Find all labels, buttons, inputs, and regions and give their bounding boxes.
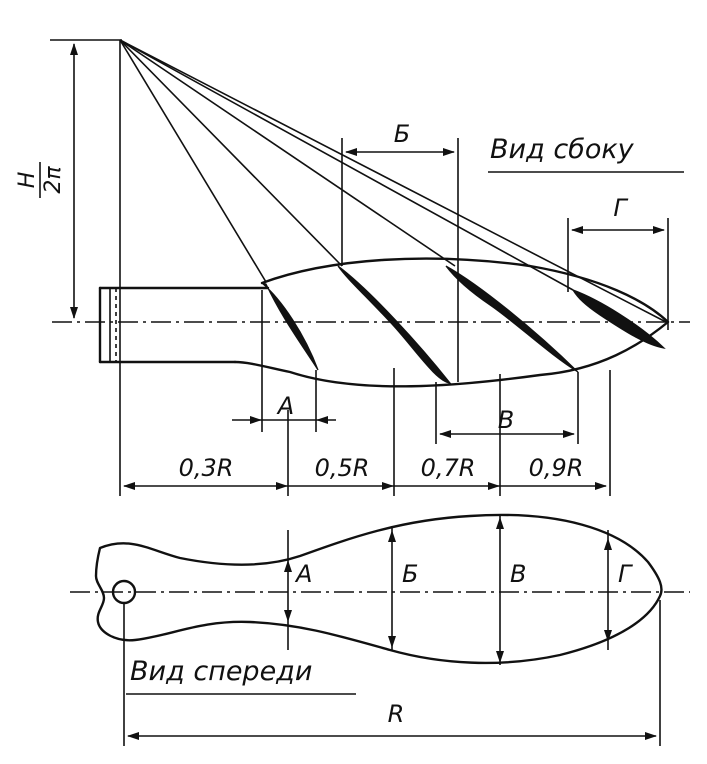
dim-b-label: Б	[394, 120, 410, 148]
ray-0-5r	[119, 39, 343, 267]
front-label-g: Г	[618, 560, 633, 588]
ray-0-3r	[119, 39, 267, 283]
dim-v-label: B	[498, 406, 514, 434]
dim-g-label: Г	[613, 194, 628, 222]
hub-hole	[111, 579, 137, 605]
front-view: A Б B Г R Вид спереди	[70, 513, 690, 746]
ray-0-9r-a	[119, 39, 574, 291]
section-0-9r	[571, 288, 666, 349]
section-0-3r	[261, 282, 319, 371]
station-label-0-9r: 0,9R	[529, 454, 584, 482]
front-label-a: A	[294, 560, 312, 588]
blade-sections	[261, 265, 666, 384]
side-view: H 2π	[15, 39, 690, 496]
station-label-0-5r: 0,5R	[315, 454, 370, 482]
section-0-5r	[337, 265, 452, 384]
front-label-b: Б	[402, 560, 418, 588]
ray-0-7r	[119, 39, 456, 267]
radius-label: R	[388, 700, 405, 728]
front-label-v: B	[510, 560, 526, 588]
side-view-title: Вид сбоку	[490, 134, 635, 165]
dim-a-label: A	[276, 392, 294, 420]
pitch-label-bottom: 2π	[41, 166, 66, 194]
section-0-7r	[445, 265, 579, 373]
pitch-label-top: H	[15, 172, 40, 189]
front-blade-outline	[94, 513, 663, 665]
side-hub	[98, 286, 270, 364]
station-label-0-3r: 0,3R	[179, 454, 234, 482]
front-view-title: Вид спереди	[130, 656, 312, 687]
pitch-label: H 2π	[15, 162, 66, 198]
station-label-0-7r: 0,7R	[421, 454, 476, 482]
